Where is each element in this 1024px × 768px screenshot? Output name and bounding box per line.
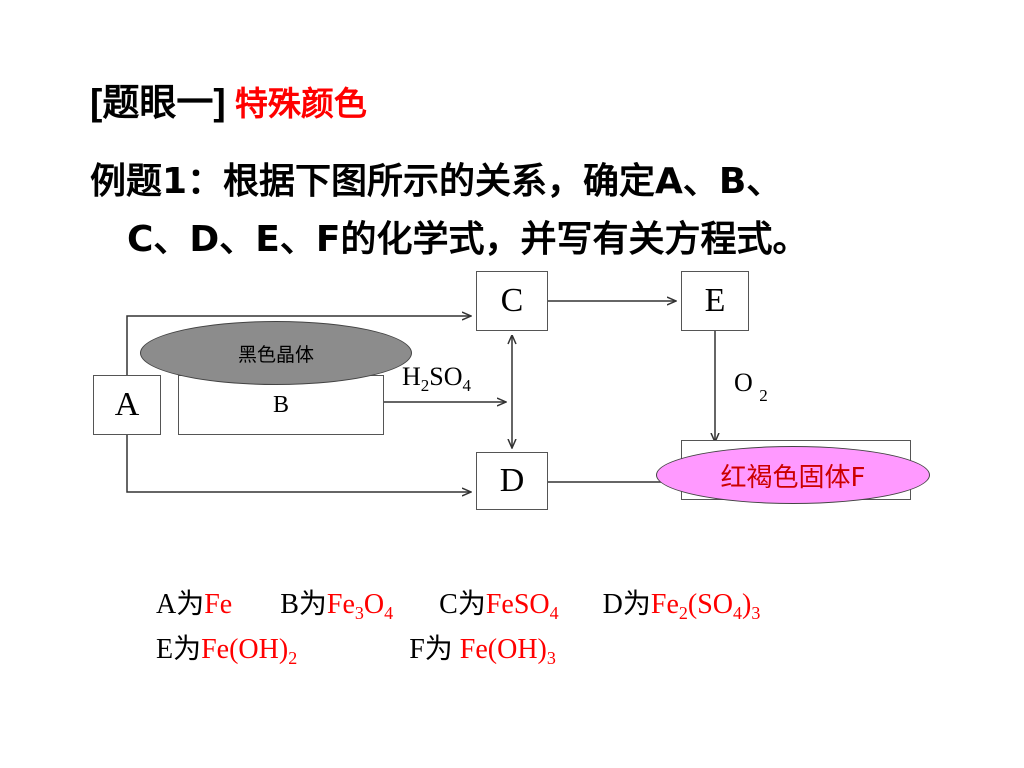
arrow-a-to-d bbox=[126, 434, 471, 492]
answers-line-1: A为Fe B为Fe3O4 C为FeSO4 D为Fe2(SO4)3 bbox=[156, 589, 761, 623]
ellipse-red-brown-solid: 红褐色固体F bbox=[656, 446, 930, 504]
label-o2: O 2 bbox=[734, 368, 768, 405]
node-b-label: B bbox=[272, 391, 289, 418]
node-a-label: A bbox=[114, 386, 140, 423]
ellipse-black-crystal: 黑色晶体 bbox=[140, 321, 412, 385]
ellipse-black-label: 黑色晶体 bbox=[237, 343, 314, 366]
node-a: A bbox=[93, 375, 161, 435]
question-line-2: C、D、E、F的化学式，并写有关方程式。 bbox=[127, 219, 809, 260]
title-heading: 题眼一 bbox=[102, 81, 214, 124]
question-line-1: 例题1：根据下图所示的关系，确定A、B、 bbox=[90, 161, 783, 202]
title-bracket-open: [ bbox=[90, 82, 103, 123]
answers-line-2: E为Fe(OH)2 F为 Fe(OH)3 bbox=[156, 634, 556, 668]
node-d-label: D bbox=[499, 462, 525, 499]
label-h2so4: H2SO4 bbox=[402, 362, 472, 396]
node-e-label: E bbox=[704, 282, 726, 319]
title-highlight: 特殊颜色 bbox=[234, 84, 367, 123]
node-c-label: C bbox=[500, 282, 524, 319]
node-e: E bbox=[681, 271, 749, 331]
title-bracket-close: ] bbox=[213, 82, 226, 123]
slide-title: [题眼一] 特殊颜色 bbox=[90, 72, 367, 126]
arrow-a-to-c bbox=[126, 316, 471, 375]
node-c: C bbox=[476, 271, 548, 331]
node-b: B bbox=[178, 375, 384, 435]
node-d: D bbox=[476, 452, 548, 510]
ellipse-red-label: 红褐色固体F bbox=[720, 462, 866, 493]
